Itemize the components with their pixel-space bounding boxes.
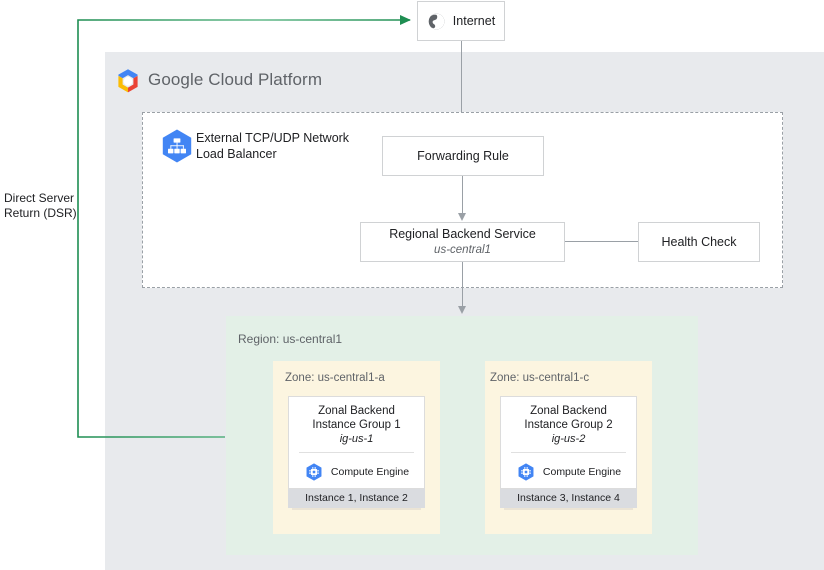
instance-group-2-engine-label: Compute Engine: [542, 466, 622, 478]
instance-group-1-instances: Instance 1, Instance 2: [288, 489, 425, 508]
compute-engine-icon: [516, 462, 536, 482]
internet-node[interactable]: Internet: [417, 1, 505, 41]
gcp-brand-strong: Google: [148, 70, 204, 89]
ig2-title-line1: Zonal Backend: [530, 405, 607, 417]
load-balancer-label: External TCP/UDP Network Load Balancer: [196, 130, 376, 162]
instance-group-card-2[interactable]: Zonal Backend Instance Group 2 ig-us-2: [500, 396, 637, 489]
instance-group-2-instances: Instance 3, Instance 4: [500, 489, 637, 508]
instance-group-card-1[interactable]: Zonal Backend Instance Group 1 ig-us-1: [288, 396, 425, 489]
instance-group-2-divider: [511, 452, 626, 453]
instance-group-2-engine-row: Compute Engine: [501, 453, 636, 482]
backend-service-sublabel: us-central1: [434, 244, 491, 256]
region-label: Region: us-central1: [238, 332, 343, 346]
gcp-brand-title: Google Cloud Platform: [148, 70, 322, 90]
compute-engine-icon: [304, 462, 324, 482]
gcp-brand-light: Cloud Platform: [208, 70, 323, 89]
ig2-title-line2: Instance Group 2: [524, 419, 613, 431]
connector-backend-service-to-region: [462, 262, 464, 308]
forwarding-rule-label: Forwarding Rule: [417, 149, 509, 163]
internet-label: Internet: [452, 14, 496, 28]
lb-label-line2: Load Balancer: [196, 147, 277, 161]
instance-group-1-engine-row: Compute Engine: [289, 453, 424, 482]
health-check-node[interactable]: Health Check: [638, 222, 760, 262]
health-check-label: Health Check: [661, 235, 737, 249]
instance-group-1-sublabel: ig-us-1: [339, 433, 374, 445]
dsr-label-line1: Direct Server: [4, 191, 75, 205]
instance-group-2-sublabel: ig-us-2: [551, 433, 586, 445]
instance-group-2-title: Zonal Backend Instance Group 2: [501, 397, 636, 432]
regional-backend-service-node[interactable]: Regional Backend Service us-central1: [360, 222, 565, 262]
instance-group-2-shadow: [504, 508, 633, 510]
arrowhead-backend-service: [458, 213, 466, 221]
dsr-label-line2: Return (DSR): [4, 206, 77, 220]
instance-group-1-shadow: [292, 508, 421, 510]
instance-group-1-title: Zonal Backend Instance Group 1: [289, 397, 424, 432]
forwarding-rule-node[interactable]: Forwarding Rule: [382, 136, 544, 176]
backend-service-label: Regional Backend Service: [389, 227, 536, 241]
arrowhead-region: [458, 306, 466, 314]
connector-forwarding-rule-to-backend-service: [462, 176, 464, 214]
connector-backend-service-to-health-check: [565, 241, 639, 243]
instance-group-1-divider: [299, 452, 414, 453]
google-cloud-hexagon-logo: [113, 66, 143, 96]
network-load-balancer-icon: [158, 127, 198, 167]
globe-icon: [427, 12, 446, 31]
connector-internet-to-forwarding-rule: [461, 41, 463, 129]
ig1-title-line1: Zonal Backend: [318, 405, 395, 417]
instance-group-1-engine-label: Compute Engine: [330, 466, 410, 478]
zone-label-us-central1-a: Zone: us-central1-a: [285, 372, 385, 384]
ig1-title-line2: Instance Group 1: [312, 419, 401, 431]
zone-label-us-central1-c: Zone: us-central1-c: [490, 372, 590, 384]
lb-label-line1: External TCP/UDP Network: [196, 131, 350, 145]
direct-server-return-label: Direct Server Return (DSR): [4, 191, 77, 221]
